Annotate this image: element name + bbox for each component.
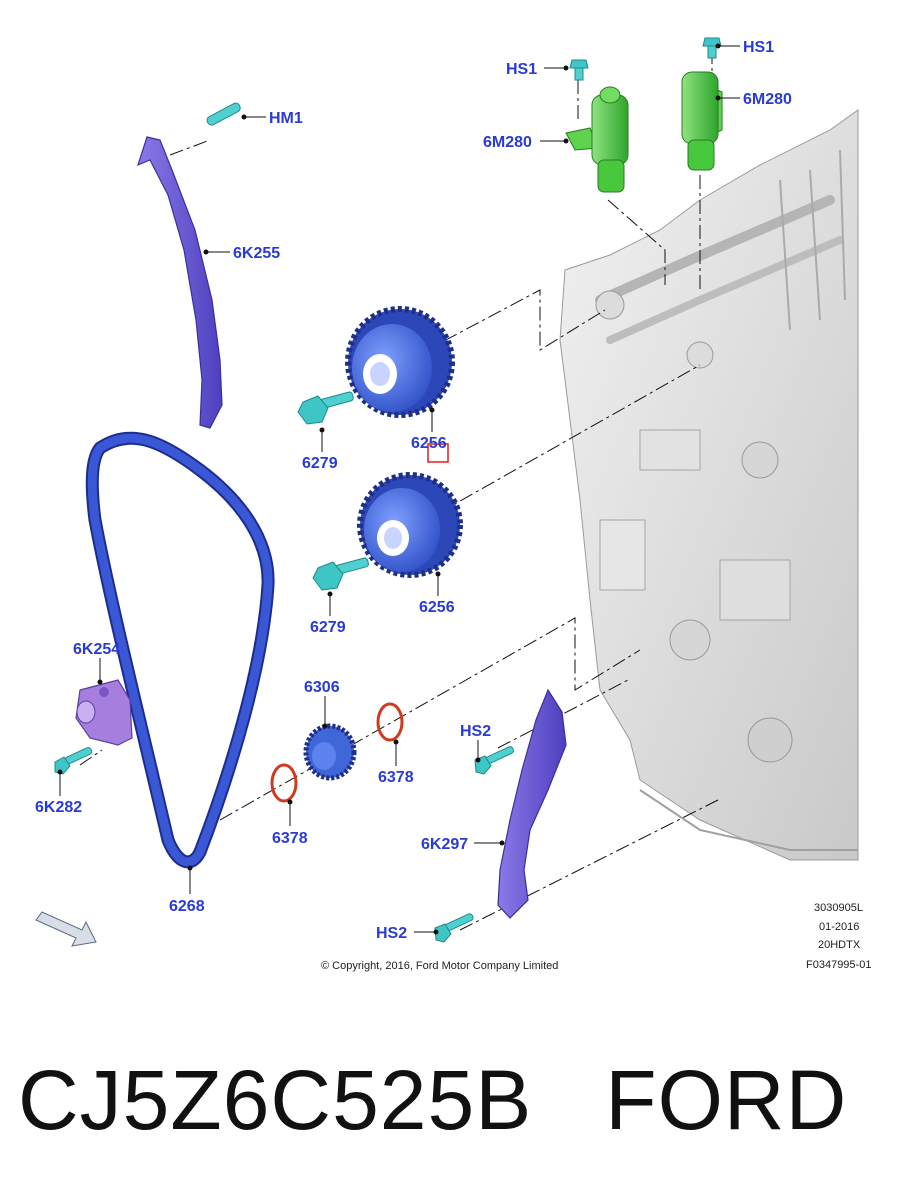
o-ring-right	[376, 702, 404, 742]
guide-bolt-bottom	[434, 913, 474, 943]
leader-lines	[57, 43, 740, 935]
label-6k254: 6K254	[73, 641, 120, 658]
engine-block	[559, 109, 859, 861]
diagram-id: 3030905L	[814, 902, 863, 914]
label-6279-lower: 6279	[310, 619, 346, 636]
label-hs2-bottom: HS2	[376, 925, 407, 942]
label-6256-upper: 6256	[411, 435, 447, 452]
camshaft-sprocket-upper	[345, 306, 455, 418]
vct-solenoid-left	[565, 86, 629, 193]
guide-bolt-top	[474, 746, 514, 775]
alignment-lines	[79, 50, 719, 931]
solenoid-screw-left	[569, 59, 589, 81]
sprocket-bolt-upper	[297, 391, 354, 425]
label-6m280-left: 6M280	[483, 134, 532, 151]
label-6256-lower: 6256	[419, 599, 455, 616]
label-6m280-right: 6M280	[743, 91, 792, 108]
orientation-arrow-icon	[35, 911, 97, 947]
copyright-text: © Copyright, 2016, Ford Motor Company Li…	[321, 960, 558, 972]
timing-chain	[85, 431, 275, 869]
label-hs1-left: HS1	[506, 61, 537, 78]
o-ring-left	[270, 763, 298, 803]
timing-chain-exploded-diagram: HM1 6K255 HS1 HS1 6M280 6M280 6256 6279 …	[35, 37, 871, 972]
label-6k255: 6K255	[233, 245, 280, 262]
crankshaft-sprocket	[303, 723, 357, 781]
label-6306: 6306	[304, 679, 340, 696]
diagram-date: 01-2016	[819, 921, 859, 933]
camshaft-sprocket-lower	[357, 472, 463, 578]
upper-chain-guide	[137, 136, 223, 429]
highlight-marker	[427, 443, 449, 463]
brand-name: FORD	[605, 1053, 848, 1147]
label-6k282: 6K282	[35, 799, 82, 816]
label-hm1: HM1	[269, 110, 303, 127]
diagram-model: 20HDTX	[818, 939, 861, 951]
label-6268: 6268	[169, 898, 205, 915]
vct-solenoid-right	[681, 71, 723, 171]
diagram-figure-number: F0347995-01	[806, 959, 871, 971]
label-hs2-top: HS2	[460, 723, 491, 740]
sprocket-bolt-lower	[312, 557, 369, 591]
label-hs1-right: HS1	[743, 39, 774, 56]
part-number: CJ5Z6C525B	[18, 1053, 533, 1147]
part-caption: CJ5Z6C525B FORD	[18, 1052, 847, 1149]
label-6378-left: 6378	[272, 830, 308, 847]
guide-pin	[206, 102, 241, 126]
tensioner-bolt	[54, 747, 93, 775]
chain-tensioner	[75, 679, 133, 746]
label-6378-right: 6378	[378, 769, 414, 786]
label-6279-upper: 6279	[302, 455, 338, 472]
label-6k297: 6K297	[421, 836, 468, 853]
lower-chain-guide	[497, 688, 567, 919]
